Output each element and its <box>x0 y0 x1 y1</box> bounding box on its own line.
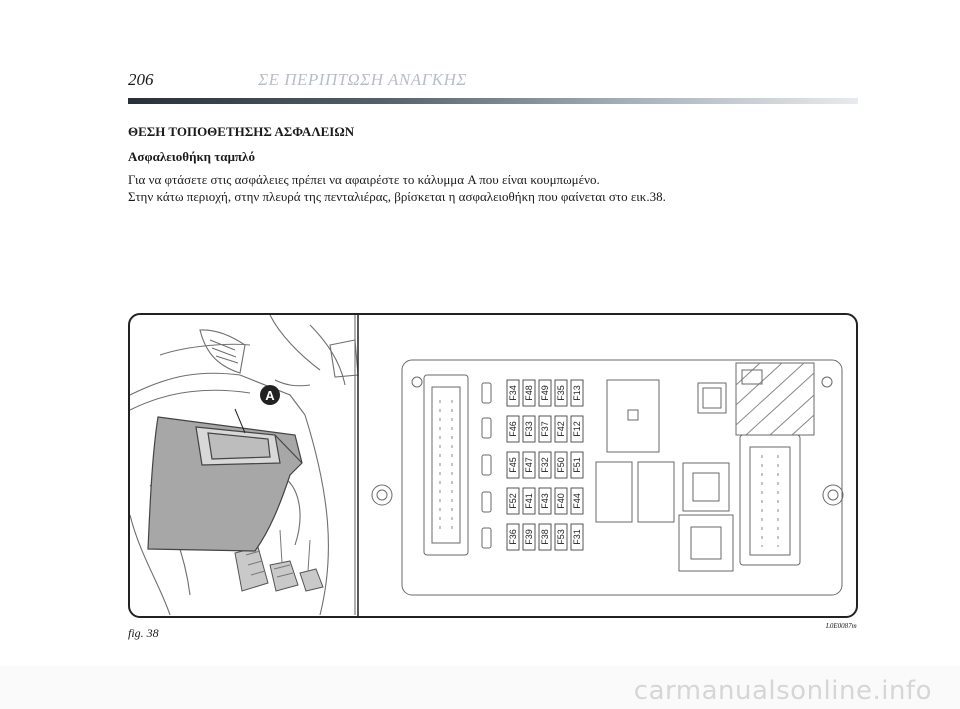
fuse-label: F42 <box>556 421 566 437</box>
right-connector <box>739 434 801 566</box>
header-divider <box>128 98 858 104</box>
left-connector <box>423 374 469 556</box>
fuse-slot <box>570 415 584 443</box>
watermark-text: carmanualsonline.info <box>633 676 932 706</box>
fuse-label: F48 <box>524 385 534 401</box>
fuse-label: F33 <box>524 421 534 437</box>
fuse-slot <box>570 379 584 407</box>
body-text: Για να φτάσετε στις ασφάλειες πρέπει να … <box>128 171 858 205</box>
relay <box>697 382 727 414</box>
cover-a <box>147 416 303 552</box>
callout-a-marker <box>260 385 280 405</box>
fuse-label: F31 <box>572 529 582 545</box>
fuse-label: F46 <box>508 421 518 437</box>
figure-38: A <box>128 313 858 618</box>
fuse-slot <box>538 415 552 443</box>
mount-ear-right <box>822 484 844 506</box>
fuse-label: F34 <box>508 385 518 401</box>
callout-a-label: A <box>265 388 275 403</box>
fuse-label: F39 <box>524 529 534 545</box>
fuse-label: F38 <box>540 529 550 545</box>
fuse-slot <box>522 523 536 551</box>
fuse-label: F44 <box>572 493 582 509</box>
paragraph: Στην κάτω περιοχή, στην πλευρά της πεντα… <box>128 189 666 204</box>
pedals <box>234 514 324 592</box>
fuse-label: F43 <box>540 493 550 509</box>
fuse-label: F35 <box>556 385 566 401</box>
fuse-label: F37 <box>540 421 550 437</box>
fuse-box-schematic <box>371 359 844 596</box>
relay <box>678 514 734 572</box>
fuse-label: F41 <box>524 493 534 509</box>
chapter-title: ΣΕ ΠΕΡΙΠΤΩΣΗ ΑΝΑΓΚΗΣ <box>258 70 467 89</box>
fuse-label: F53 <box>556 529 566 545</box>
mount-ear-left <box>371 484 393 506</box>
fuse-slot <box>506 379 520 407</box>
relay <box>682 462 730 512</box>
figure-code: L0E0087m <box>826 622 857 630</box>
fuse-label: F13 <box>572 385 582 401</box>
fuse-slot <box>570 487 584 515</box>
fuse-slot <box>506 451 520 479</box>
fuse-slot <box>538 523 552 551</box>
fuse-label: F52 <box>508 493 518 509</box>
dashboard-drawing <box>130 315 359 616</box>
fuse-slot <box>506 523 520 551</box>
section-title: ΘΕΣΗ ΤΟΠΟΘΕΤΗΣΗΣ ΑΣΦΑΛΕΙΩΝ <box>128 124 355 139</box>
fuse-label: F50 <box>556 457 566 473</box>
callout-leader <box>234 408 246 434</box>
paragraph: Για να φτάσετε στις ασφάλειες πρέπει να … <box>128 172 600 187</box>
fuse-slot <box>538 487 552 515</box>
fuse-label: F51 <box>572 457 582 473</box>
fuse-slot <box>538 379 552 407</box>
fuse-slot <box>554 451 568 479</box>
fuse-label: F32 <box>540 457 550 473</box>
fuse-slot <box>522 487 536 515</box>
fuse-slot <box>522 379 536 407</box>
relay <box>595 461 633 523</box>
relay <box>637 461 675 523</box>
fuse-slot <box>506 487 520 515</box>
fuse-label: F49 <box>540 385 550 401</box>
relay <box>606 379 660 453</box>
fuse-slot <box>554 379 568 407</box>
subsection-title: Ασφαλειοθήκη ταμπλό <box>128 149 255 164</box>
fuse-slot <box>554 487 568 515</box>
figure-caption: fig. 38 <box>128 626 159 640</box>
watermark-band <box>0 666 960 709</box>
fuse-slot <box>554 415 568 443</box>
page-number: 206 <box>128 70 154 89</box>
fuse-box-illustration: A <box>130 315 844 616</box>
fuse-slot <box>506 415 520 443</box>
fuse-slot <box>554 523 568 551</box>
fuse-slot <box>538 451 552 479</box>
fuse-label: F40 <box>556 493 566 509</box>
fuse-label: F12 <box>572 421 582 437</box>
fuse-label: F36 <box>508 529 518 545</box>
fuse-slot <box>570 451 584 479</box>
fuse-slot <box>570 523 584 551</box>
fuse-slot <box>522 415 536 443</box>
fuse-slot <box>522 451 536 479</box>
fuse-label: F45 <box>508 457 518 473</box>
fuse-label: F47 <box>524 457 534 473</box>
